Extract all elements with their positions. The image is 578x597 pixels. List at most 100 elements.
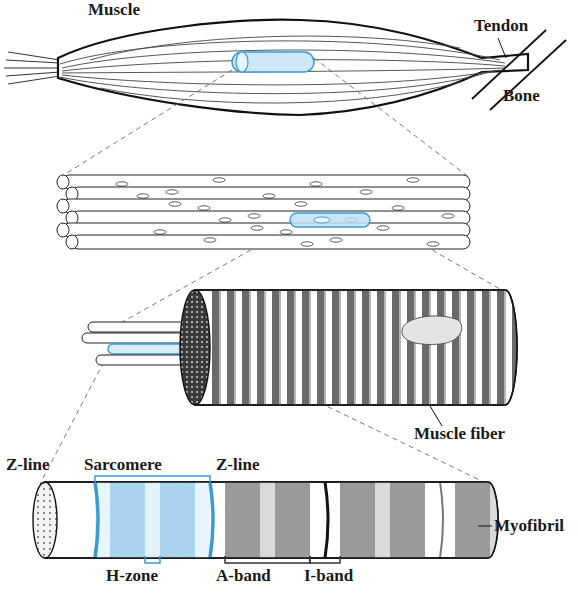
nucleus bbox=[280, 230, 292, 234]
nucleus bbox=[154, 230, 166, 234]
striation-band bbox=[384, 288, 386, 408]
myofibril-outline bbox=[45, 482, 498, 558]
striation-band bbox=[347, 288, 354, 408]
fiber-tube-end bbox=[66, 235, 78, 249]
striation-band bbox=[422, 288, 429, 408]
fiber-tube-end bbox=[57, 199, 69, 213]
striation-band bbox=[332, 288, 339, 408]
striation-band bbox=[429, 288, 431, 408]
myofibril-bands bbox=[95, 480, 540, 560]
tendon-fibers bbox=[4, 52, 60, 84]
nucleus bbox=[427, 242, 439, 246]
part-label: Tendon bbox=[474, 16, 528, 36]
projection-line bbox=[314, 58, 470, 178]
striation-band bbox=[324, 288, 326, 408]
nucleus bbox=[251, 226, 263, 230]
nucleus bbox=[219, 218, 231, 222]
part-label: I-band bbox=[304, 566, 353, 586]
striation-band bbox=[317, 288, 324, 408]
nucleus bbox=[116, 182, 128, 186]
striation-band bbox=[504, 288, 506, 408]
striation-band bbox=[272, 288, 279, 408]
a-band-shade bbox=[225, 480, 310, 560]
nucleus bbox=[213, 178, 225, 182]
striation-band bbox=[249, 288, 251, 408]
fiber-body-outline bbox=[195, 290, 517, 405]
nucleus bbox=[360, 190, 372, 194]
nucleus bbox=[295, 202, 307, 206]
striation-band bbox=[242, 288, 249, 408]
part-label: Muscle fiber bbox=[414, 424, 505, 444]
striation-band bbox=[474, 288, 476, 408]
nucleus bbox=[263, 194, 275, 198]
a-band-bracket bbox=[225, 556, 310, 563]
fascicle-bundle bbox=[57, 175, 470, 249]
nucleus bbox=[330, 238, 342, 242]
z-line-mark bbox=[325, 482, 328, 558]
nucleus bbox=[310, 182, 322, 186]
striation-band bbox=[467, 288, 474, 408]
nucleus bbox=[301, 242, 313, 246]
striation-band bbox=[437, 288, 444, 408]
nucleus bbox=[198, 206, 210, 210]
striation-band bbox=[489, 288, 491, 408]
striation-band bbox=[407, 288, 414, 408]
nucleus bbox=[442, 214, 454, 218]
i-band-shade bbox=[95, 480, 110, 560]
fiber-tube-end bbox=[57, 223, 69, 237]
z-line-mark bbox=[440, 482, 443, 558]
striation-band bbox=[497, 288, 504, 408]
z-line-mark bbox=[95, 482, 98, 558]
highlight-fiber bbox=[290, 213, 370, 227]
striation-band bbox=[257, 288, 264, 408]
muscle-fiber-tube bbox=[71, 235, 470, 249]
h-zone-shade bbox=[260, 480, 275, 560]
striation-band bbox=[414, 288, 416, 408]
i-band-bracket bbox=[310, 556, 340, 563]
striation-band bbox=[302, 288, 309, 408]
striation-band bbox=[369, 288, 371, 408]
part-label: Z-line bbox=[216, 455, 259, 475]
nucleus bbox=[204, 238, 216, 242]
fiber-striations bbox=[212, 288, 521, 408]
projection-lines bbox=[40, 58, 505, 484]
striation-band bbox=[354, 288, 356, 408]
sarcomere-bracket bbox=[95, 476, 210, 484]
fiber-tube-end bbox=[57, 175, 69, 189]
myofibril-leader bbox=[478, 526, 492, 527]
striation-band bbox=[279, 288, 281, 408]
a-band-shade bbox=[110, 480, 195, 560]
striation-band bbox=[309, 288, 311, 408]
striation-band bbox=[392, 288, 399, 408]
part-label: Bone bbox=[503, 86, 540, 106]
part-label: Sarcomere bbox=[84, 455, 162, 475]
striation-band bbox=[452, 288, 459, 408]
h-zone-shade bbox=[145, 480, 160, 560]
part-label: Myofibril bbox=[494, 516, 564, 536]
striation-band bbox=[212, 288, 219, 408]
nucleus bbox=[248, 214, 260, 218]
fiber-leader bbox=[430, 406, 442, 426]
striation-band bbox=[399, 288, 401, 408]
part-label: A-band bbox=[216, 566, 271, 586]
nucleus bbox=[169, 202, 181, 206]
nucleus bbox=[407, 178, 419, 182]
muscle-striations bbox=[60, 36, 505, 103]
myofibril-cross-section bbox=[33, 482, 57, 558]
h-zone-shade bbox=[375, 480, 390, 560]
striation-band bbox=[362, 288, 369, 408]
bone-line bbox=[490, 40, 566, 110]
nucleus bbox=[392, 206, 404, 210]
striation-band bbox=[287, 288, 294, 408]
striation-band bbox=[482, 288, 489, 408]
part-label: Muscle bbox=[88, 0, 140, 20]
nucleus bbox=[314, 217, 330, 223]
muscle-outline bbox=[58, 20, 528, 115]
part-label: H-zone bbox=[106, 566, 158, 586]
striation-band bbox=[339, 288, 341, 408]
part-label: Z-line bbox=[6, 455, 49, 475]
nucleus bbox=[137, 194, 149, 198]
i-band-shade bbox=[195, 480, 210, 560]
